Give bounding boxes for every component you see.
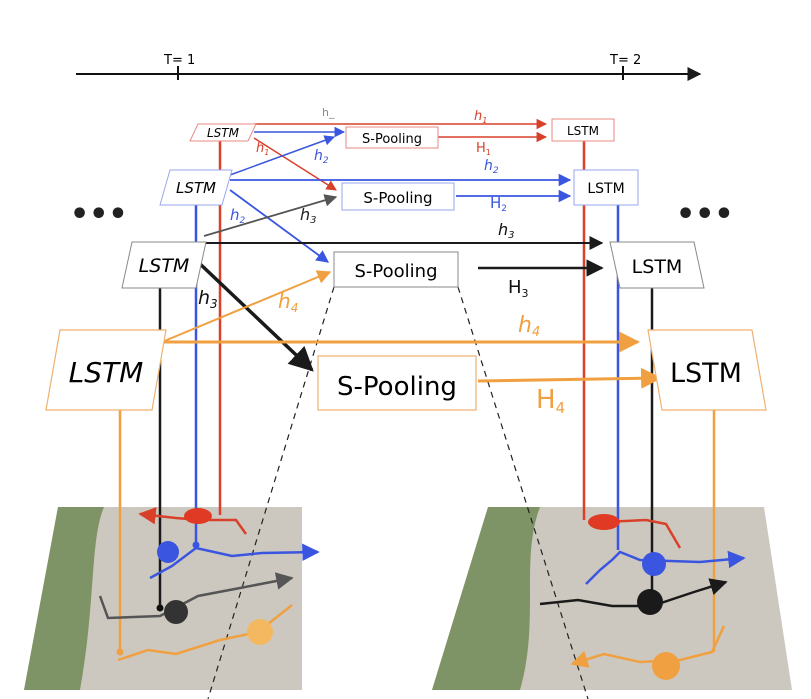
timeline: T= 1 T= 2 — [76, 53, 702, 81]
spool-black: S-Pooling — [333, 251, 459, 288]
label-h3-left: h3 — [198, 287, 218, 311]
agents-t2 — [588, 514, 680, 680]
agent-blue-t2 — [642, 552, 666, 576]
lstm-t2-red: LSTM — [551, 118, 615, 142]
agent-red-t1 — [184, 508, 212, 524]
spool-label: S-Pooling — [337, 372, 457, 402]
edge-labels: h_ h1 H1 h1 h2 h2 H2 h2 h3 h3 H3 h3 h4 h… — [198, 106, 565, 417]
agent-orange-t1 — [247, 619, 273, 645]
lstm-t1-blue: LSTM — [159, 169, 233, 206]
lstm-label: LSTM — [69, 356, 144, 389]
timeline-label-t1: T= 1 — [163, 53, 195, 68]
spool-label: S-Pooling — [362, 132, 422, 147]
lstm-label: LSTM — [139, 255, 190, 277]
agent-red-t2 — [588, 514, 620, 530]
lstm-t2-blue: LSTM — [573, 169, 639, 206]
label-h2-left: h2 — [230, 206, 246, 226]
timeline-label-t2: T= 2 — [609, 53, 641, 68]
message-arrows — [161, 118, 663, 389]
label-H3: H3 — [508, 277, 529, 300]
label-H1: H1 — [476, 141, 491, 157]
lstm-label: LSTM — [632, 256, 683, 278]
agent-blue-t1 — [157, 541, 179, 563]
lstm-label: LSTM — [587, 181, 624, 197]
trajectories-t1 — [98, 507, 320, 662]
agent-black-t2 — [637, 589, 663, 615]
label-H2: H2 — [490, 194, 507, 214]
agent-black-t1 — [164, 600, 188, 624]
label-h4-up: h4 — [278, 289, 298, 315]
label-h2-up: h2 — [314, 148, 329, 166]
lstm-label: LSTM — [670, 358, 742, 389]
label-h4-top: h4 — [518, 313, 540, 340]
ellipsis-right: ••• — [676, 197, 734, 232]
lstm-t1-red: LSTM — [189, 123, 257, 142]
lstm-t1-orange: LSTM — [45, 329, 167, 411]
lstm-t2-orange: LSTM — [647, 329, 767, 411]
agents-t1 — [116, 508, 273, 656]
spool-label: S-Pooling — [363, 189, 432, 207]
label-h-dash: h_ — [322, 106, 335, 119]
ground-plane-t1 — [24, 507, 302, 690]
label-h1-left: h1 — [256, 141, 269, 157]
lstm-label: LSTM — [207, 126, 240, 140]
label-h3-top: h3 — [498, 220, 515, 241]
lstm-t1-black: LSTM — [121, 241, 207, 289]
spool-red: S-Pooling — [345, 126, 439, 149]
ground-plane-t2 — [432, 507, 792, 690]
lstm-label: LSTM — [176, 179, 216, 197]
agent-orange-t2 — [652, 652, 680, 680]
lstm-t2-black: LSTM — [609, 241, 705, 289]
spool-label: S-Pooling — [355, 261, 438, 282]
label-h3-up: h3 — [300, 205, 317, 226]
label-h2-top: h2 — [484, 158, 499, 176]
label-H4: H4 — [536, 385, 565, 417]
lstm-label: LSTM — [567, 124, 599, 138]
spool-orange: S-Pooling — [317, 355, 477, 411]
spool-blue: S-Pooling — [341, 182, 455, 211]
label-h1-top: h1 — [474, 109, 487, 125]
ellipsis-left: ••• — [70, 197, 128, 232]
